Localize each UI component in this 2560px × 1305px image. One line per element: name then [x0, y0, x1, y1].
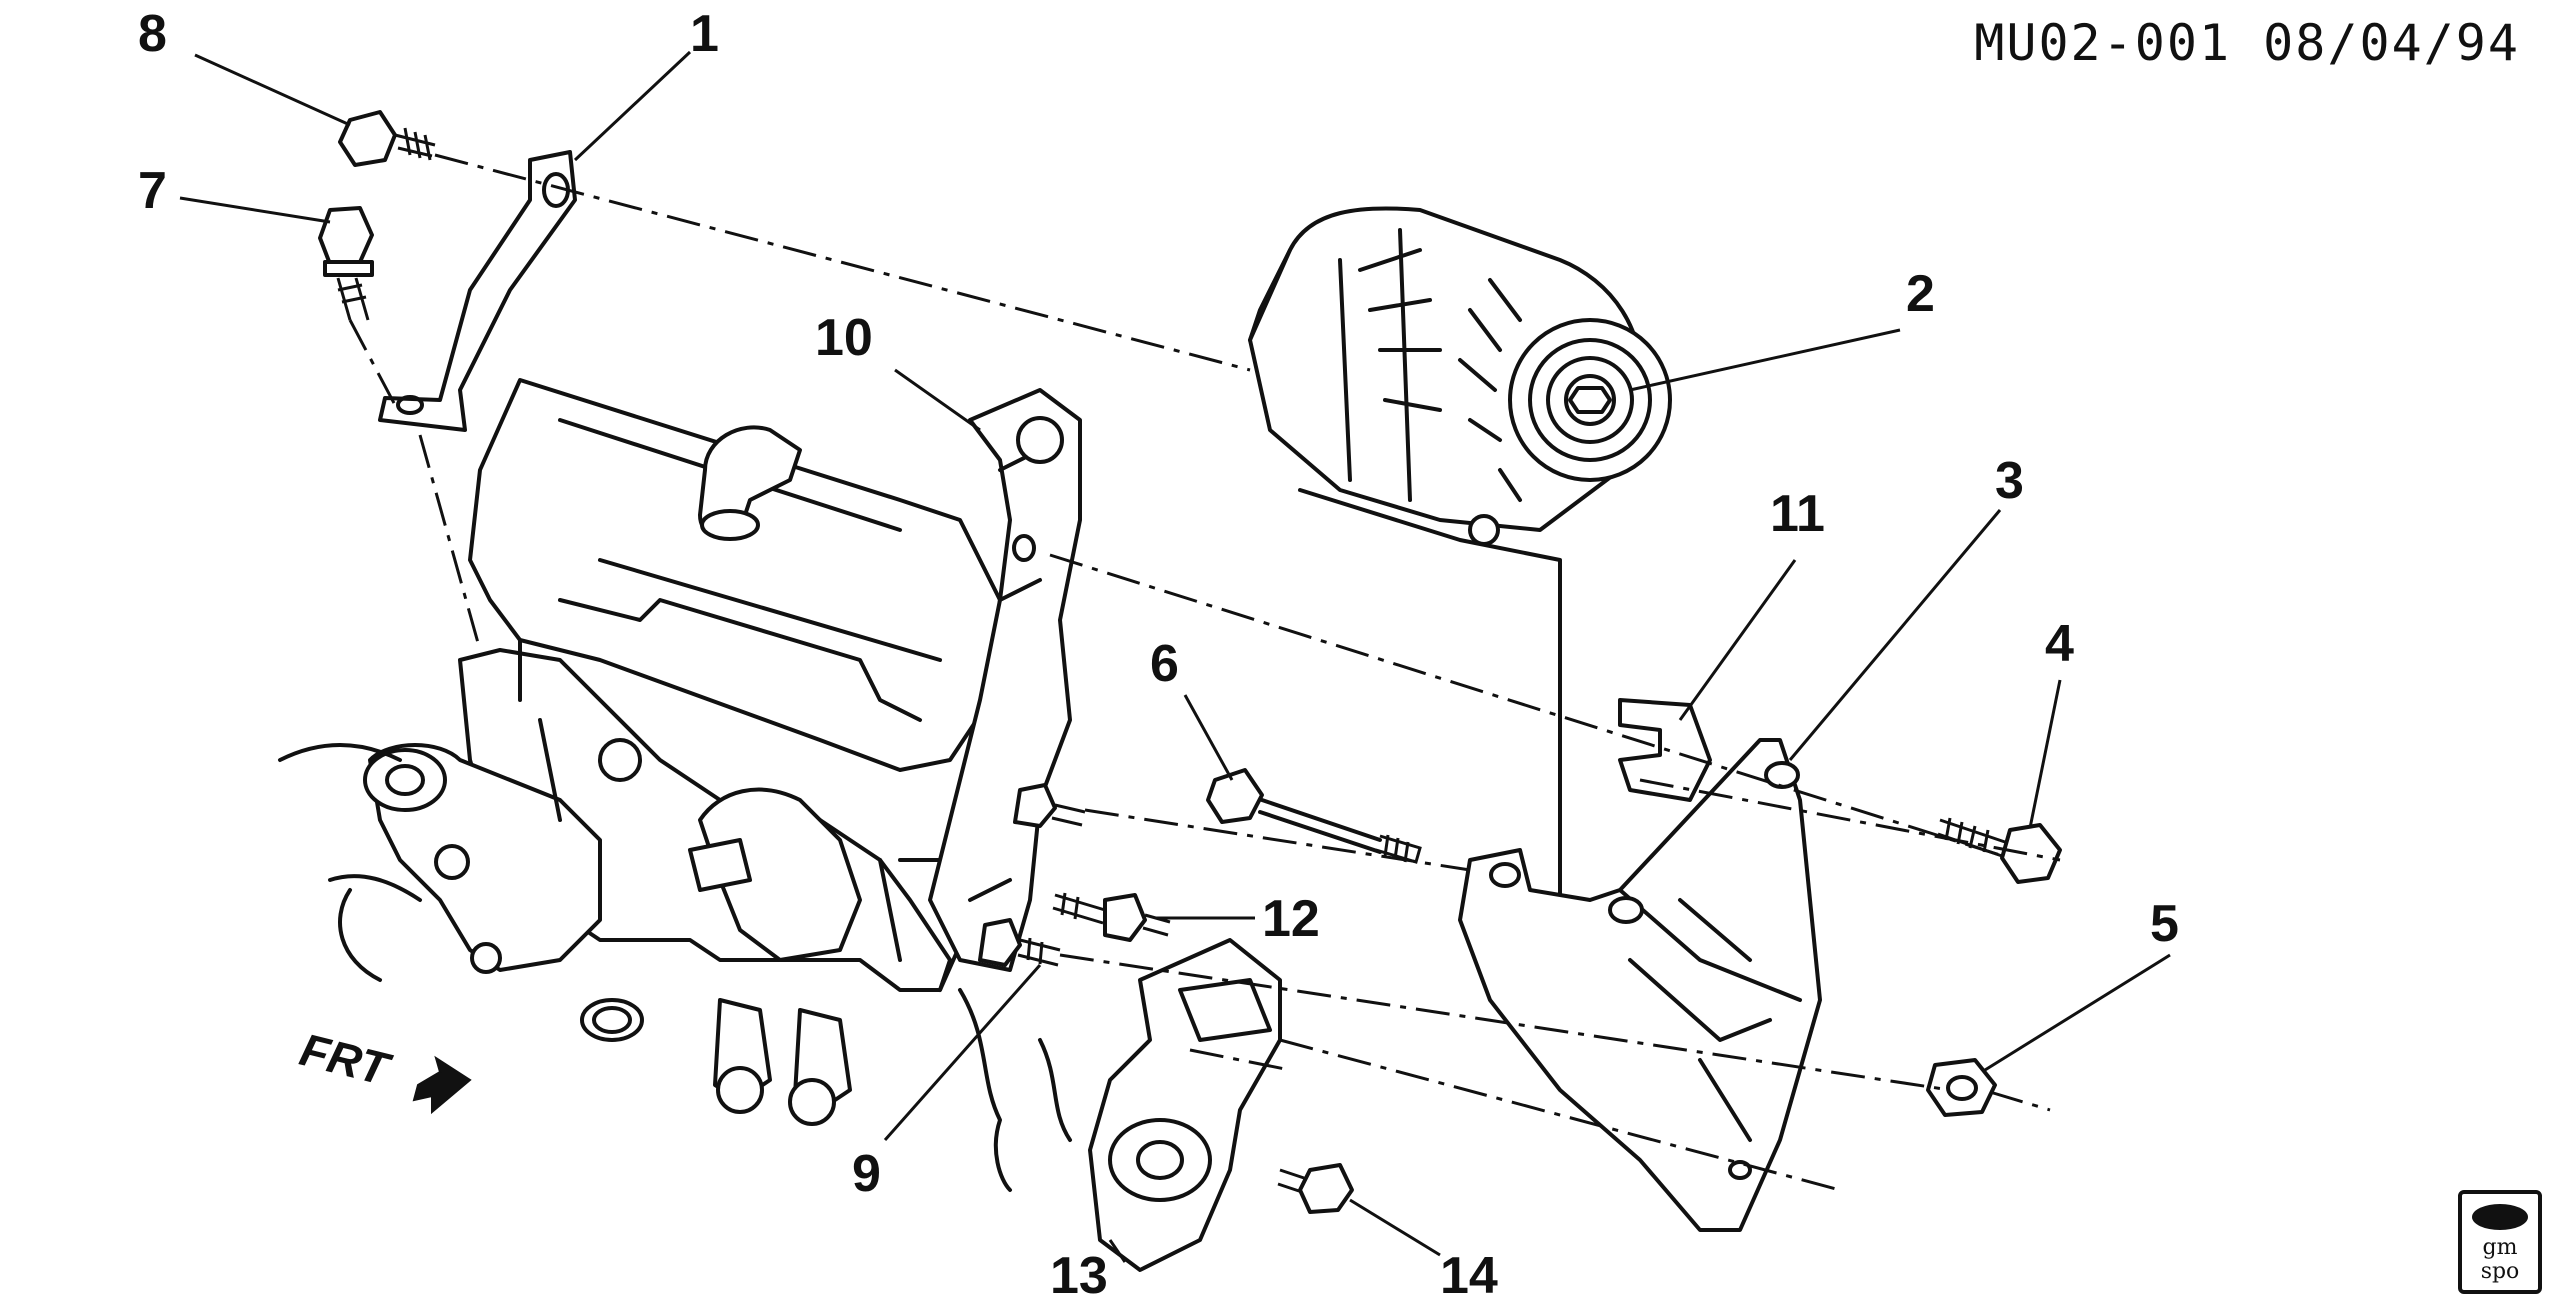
callout-4: 4	[2045, 615, 2074, 673]
part-13-sensor-bracket	[1088, 938, 1282, 1272]
part-5-nut	[1926, 1058, 1997, 1117]
part-14-bolt	[1277, 1163, 1354, 1214]
alignment-lines	[348, 153, 2061, 1192]
callout-14: 14	[1440, 1247, 1498, 1305]
part-2-alternator	[1248, 206, 1672, 902]
callout-3: 3	[1995, 452, 2024, 510]
callout-6: 6	[1150, 635, 1179, 693]
callout-5: 5	[2150, 895, 2179, 953]
callout-12: 12	[1262, 890, 1320, 948]
callout-8: 8	[138, 5, 167, 63]
document-code: MU02-001 08/04/94	[1974, 14, 2520, 72]
callout-13: 13	[1050, 1247, 1108, 1305]
part-3-bracket	[1458, 738, 1822, 1232]
part-10-plate	[928, 388, 1082, 972]
part-8-bolt	[338, 110, 436, 167]
front-arrow-icon	[412, 1055, 472, 1115]
part-9-stud	[978, 783, 1086, 967]
engine-block	[278, 378, 1072, 1192]
part-7-bolt	[318, 206, 374, 321]
callout-7: 7	[138, 162, 167, 220]
logo-line-1: gm	[2482, 1235, 2518, 1260]
logo-oval-icon	[2472, 1204, 2528, 1230]
part-12-stud	[1052, 892, 1171, 942]
part-6-bolt	[1206, 768, 1422, 864]
callout-11: 11	[1770, 485, 1825, 543]
leader-lines	[179, 50, 2171, 1263]
logo-line-2: spo	[2480, 1259, 2520, 1284]
callout-1: 1	[690, 5, 719, 63]
callout-10: 10	[815, 309, 873, 367]
callout-9: 9	[852, 1145, 881, 1203]
part-4-bolt	[1937, 817, 2062, 884]
callout-2: 2	[1906, 265, 1935, 323]
